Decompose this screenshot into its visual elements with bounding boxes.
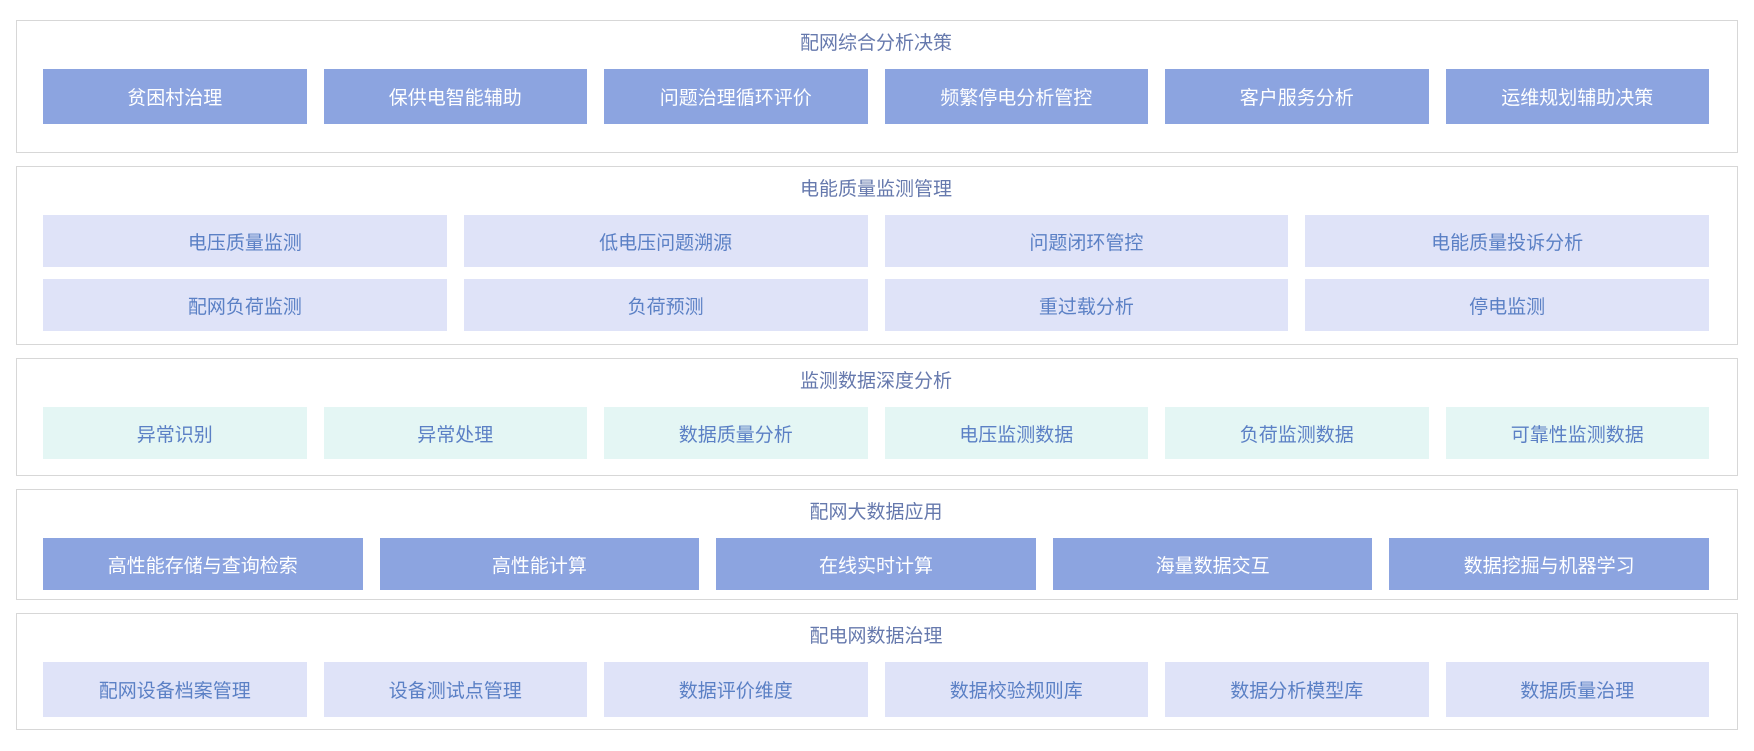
module-button[interactable]: 频繁停电分析管控 [884, 69, 1148, 124]
module-button[interactable]: 问题治理循环评价 [604, 69, 868, 124]
module-row: 电压质量监测低电压问题溯源问题闭环管控电能质量投诉分析 [43, 215, 1709, 267]
module-button[interactable]: 可靠性监测数据 [1445, 407, 1709, 459]
module-button[interactable]: 电能质量投诉分析 [1305, 215, 1709, 267]
module-button[interactable]: 贫困村治理 [43, 69, 307, 124]
module-button[interactable]: 数据挖掘与机器学习 [1389, 538, 1709, 590]
architecture-diagram: 配网综合分析决策贫困村治理保供电智能辅助问题治理循环评价频繁停电分析管控客户服务… [16, 20, 1738, 730]
module-button[interactable]: 负荷监测数据 [1165, 407, 1429, 459]
section-panel-big-data-application: 配网大数据应用高性能存储与查询检索高性能计算在线实时计算海量数据交互数据挖掘与机… [16, 489, 1738, 600]
module-button[interactable]: 设备测试点管理 [323, 662, 587, 717]
module-button[interactable]: 运维规划辅助决策 [1445, 69, 1709, 124]
section-panel-analysis-decision: 配网综合分析决策贫困村治理保供电智能辅助问题治理循环评价频繁停电分析管控客户服务… [16, 20, 1738, 153]
module-button[interactable]: 低电压问题溯源 [463, 215, 868, 267]
module-button[interactable]: 海量数据交互 [1052, 538, 1373, 590]
section-title-analysis-decision: 配网综合分析决策 [799, 33, 952, 54]
module-button[interactable]: 配网负荷监测 [43, 279, 447, 331]
section-title-data-governance: 配电网数据治理 [809, 626, 943, 647]
module-button[interactable]: 数据质量治理 [1445, 662, 1709, 717]
module-row: 配网设备档案管理设备测试点管理数据评价维度数据校验规则库数据分析模型库数据质量治… [43, 662, 1709, 717]
module-row: 异常识别异常处理数据质量分析电压监测数据负荷监测数据可靠性监测数据 [43, 407, 1709, 459]
section-panel-monitoring-data-analysis: 监测数据深度分析异常识别异常处理数据质量分析电压监测数据负荷监测数据可靠性监测数… [16, 358, 1738, 476]
module-button[interactable]: 数据质量分析 [604, 407, 868, 459]
section-panel-data-governance: 配电网数据治理配网设备档案管理设备测试点管理数据评价维度数据校验规则库数据分析模… [16, 613, 1738, 730]
module-button[interactable]: 数据校验规则库 [884, 662, 1148, 717]
module-button[interactable]: 数据评价维度 [604, 662, 868, 717]
section-title-big-data-application: 配网大数据应用 [809, 502, 943, 523]
module-button[interactable]: 客户服务分析 [1165, 69, 1429, 124]
module-button[interactable]: 异常识别 [43, 407, 307, 459]
module-button[interactable]: 重过载分析 [884, 279, 1289, 331]
module-button[interactable]: 高性能计算 [379, 538, 700, 590]
module-button[interactable]: 负荷预测 [463, 279, 868, 331]
module-button[interactable]: 停电监测 [1305, 279, 1709, 331]
module-button[interactable]: 电压监测数据 [884, 407, 1148, 459]
module-row: 高性能存储与查询检索高性能计算在线实时计算海量数据交互数据挖掘与机器学习 [43, 538, 1709, 590]
section-panel-power-quality-monitoring: 电能质量监测管理电压质量监测低电压问题溯源问题闭环管控电能质量投诉分析配网负荷监… [16, 166, 1738, 345]
module-row: 配网负荷监测负荷预测重过载分析停电监测 [43, 279, 1709, 331]
module-button[interactable]: 数据分析模型库 [1165, 662, 1429, 717]
module-button[interactable]: 高性能存储与查询检索 [43, 538, 363, 590]
module-button[interactable]: 保供电智能辅助 [323, 69, 587, 124]
section-title-monitoring-data-analysis: 监测数据深度分析 [799, 371, 952, 392]
section-title-power-quality-monitoring: 电能质量监测管理 [799, 179, 952, 200]
module-button[interactable]: 在线实时计算 [716, 538, 1036, 590]
module-row: 贫困村治理保供电智能辅助问题治理循环评价频繁停电分析管控客户服务分析运维规划辅助… [43, 69, 1709, 124]
module-button[interactable]: 配网设备档案管理 [43, 662, 307, 717]
module-button[interactable]: 电压质量监测 [43, 215, 447, 267]
module-button[interactable]: 问题闭环管控 [884, 215, 1289, 267]
module-button[interactable]: 异常处理 [323, 407, 587, 459]
